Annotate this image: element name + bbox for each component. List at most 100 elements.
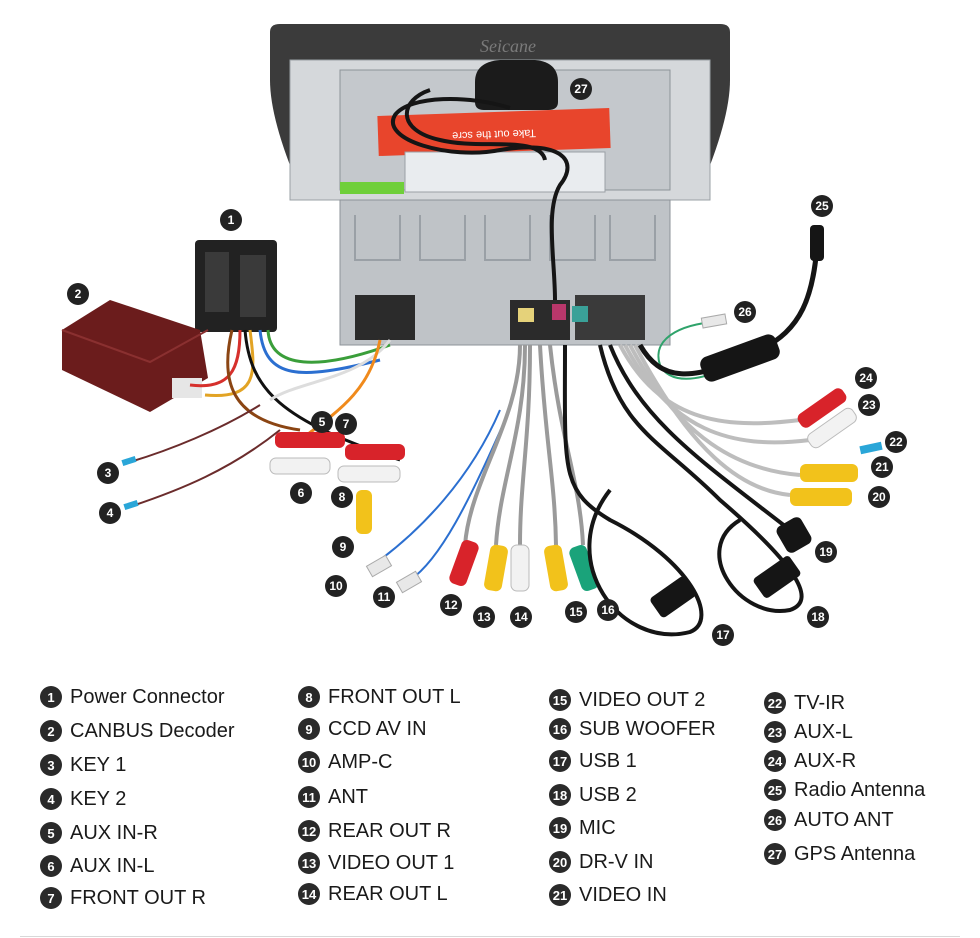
legend-num: 17 bbox=[549, 750, 571, 772]
callout-22-text: 22 bbox=[889, 435, 903, 449]
legend-num: 11 bbox=[298, 786, 320, 808]
legend-item-12: 12 REAR OUT R bbox=[298, 818, 451, 844]
legend-label: REAR OUT L bbox=[328, 882, 448, 905]
callout-3-text: 3 bbox=[105, 466, 112, 480]
legend-label: FRONT OUT R bbox=[70, 886, 206, 909]
callout-19-text: 19 bbox=[819, 545, 833, 559]
legend-num: 14 bbox=[298, 883, 320, 905]
legend-label: Radio Antenna bbox=[794, 778, 926, 801]
callout-15 bbox=[565, 601, 587, 623]
callout-23 bbox=[858, 394, 880, 416]
callout-26-text: 26 bbox=[738, 305, 752, 319]
callout-14 bbox=[510, 606, 532, 628]
legend-label: FRONT OUT L bbox=[328, 685, 461, 708]
legend-num: 24 bbox=[764, 750, 786, 772]
legend-label: AUX IN-L bbox=[70, 854, 155, 877]
legend-label: VIDEO IN bbox=[579, 883, 667, 906]
teal-port bbox=[572, 306, 588, 322]
callout-26 bbox=[734, 301, 756, 323]
legend-num: 16 bbox=[549, 718, 571, 740]
legend-label: AUX-L bbox=[794, 720, 853, 743]
callout-5 bbox=[311, 411, 333, 433]
legend-label: AUX IN-R bbox=[70, 821, 158, 844]
callout-7 bbox=[335, 413, 357, 435]
callout-16-text: 16 bbox=[601, 603, 615, 617]
legend-label: AUTO ANT bbox=[794, 808, 894, 831]
callout-24-text: 24 bbox=[859, 371, 873, 385]
legend-num: 9 bbox=[298, 718, 320, 740]
callout-27-text: 27 bbox=[574, 82, 588, 96]
brand-text: Seicane bbox=[480, 36, 536, 56]
callout-12 bbox=[440, 594, 462, 616]
callout-11 bbox=[373, 586, 395, 608]
callout-21-text: 21 bbox=[875, 460, 889, 474]
usb1-cable bbox=[562, 344, 704, 637]
callout-9 bbox=[332, 536, 354, 558]
legend-num: 15 bbox=[549, 689, 571, 711]
legend-num: 13 bbox=[298, 852, 320, 874]
callout-10 bbox=[325, 575, 347, 597]
gps-antenna-puck bbox=[475, 60, 558, 110]
legend-label: VIDEO OUT 1 bbox=[328, 851, 455, 874]
legend-label: TV-IR bbox=[794, 691, 846, 714]
legend-num: 2 bbox=[40, 720, 62, 742]
callout-3 bbox=[97, 462, 119, 484]
callout-15-text: 15 bbox=[569, 605, 583, 619]
callout-22 bbox=[885, 431, 907, 453]
legend-label: AMP-C bbox=[328, 750, 393, 773]
callout-18-text: 18 bbox=[811, 610, 825, 624]
label-plate bbox=[404, 151, 606, 193]
callout-21 bbox=[871, 456, 893, 478]
legend-label: VIDEO OUT 2 bbox=[579, 688, 706, 711]
legend-label: USB 1 bbox=[579, 749, 637, 772]
legend-num: 12 bbox=[298, 820, 320, 842]
legend-num: 18 bbox=[549, 784, 571, 806]
legend-num: 4 bbox=[40, 788, 62, 810]
sticker-text: Take out the scre bbox=[452, 127, 536, 142]
rear-rca-plugs bbox=[449, 539, 599, 592]
legend-num: 25 bbox=[764, 779, 786, 801]
legend-num: 1 bbox=[40, 686, 62, 708]
wiring-diagram: Seicane Take out the scre bbox=[61, 24, 907, 646]
legend-item-13: 13 VIDEO OUT 1 bbox=[298, 850, 454, 876]
legend-label: KEY 2 bbox=[70, 787, 127, 810]
pink-port bbox=[552, 304, 566, 320]
callout-1 bbox=[220, 209, 242, 231]
legend-label: DR-V IN bbox=[579, 850, 654, 873]
callout-20-text: 20 bbox=[872, 490, 886, 504]
legend-label: CANBUS Decoder bbox=[70, 719, 235, 742]
callout-10-text: 10 bbox=[329, 579, 343, 593]
legend-num: 19 bbox=[549, 817, 571, 839]
key1-wire bbox=[129, 404, 261, 463]
right-rca-plugs bbox=[790, 388, 883, 506]
legend-item-15: 15 VIDEO OUT 2 bbox=[549, 687, 705, 713]
callout-13-text: 13 bbox=[477, 610, 491, 624]
callout-25-text: 25 bbox=[815, 199, 829, 213]
warning-sticker bbox=[377, 107, 611, 157]
gps-cable-coil bbox=[404, 88, 547, 161]
callout-24 bbox=[855, 367, 877, 389]
wire-harness bbox=[189, 329, 401, 462]
legend-item-25: 25 Radio Antenna bbox=[764, 777, 925, 803]
legend-item-6: 6 AUX IN-L bbox=[40, 853, 154, 879]
callout-2 bbox=[67, 283, 89, 305]
legend-item-2: 2 CANBUS Decoder bbox=[40, 718, 235, 744]
key2-wire bbox=[131, 429, 281, 507]
legend-label: REAR OUT R bbox=[328, 819, 451, 842]
callout-6 bbox=[290, 482, 312, 504]
legend-item-4: 4 KEY 2 bbox=[40, 786, 126, 812]
legend-num: 6 bbox=[40, 855, 62, 877]
callout-8-text: 8 bbox=[339, 490, 346, 504]
